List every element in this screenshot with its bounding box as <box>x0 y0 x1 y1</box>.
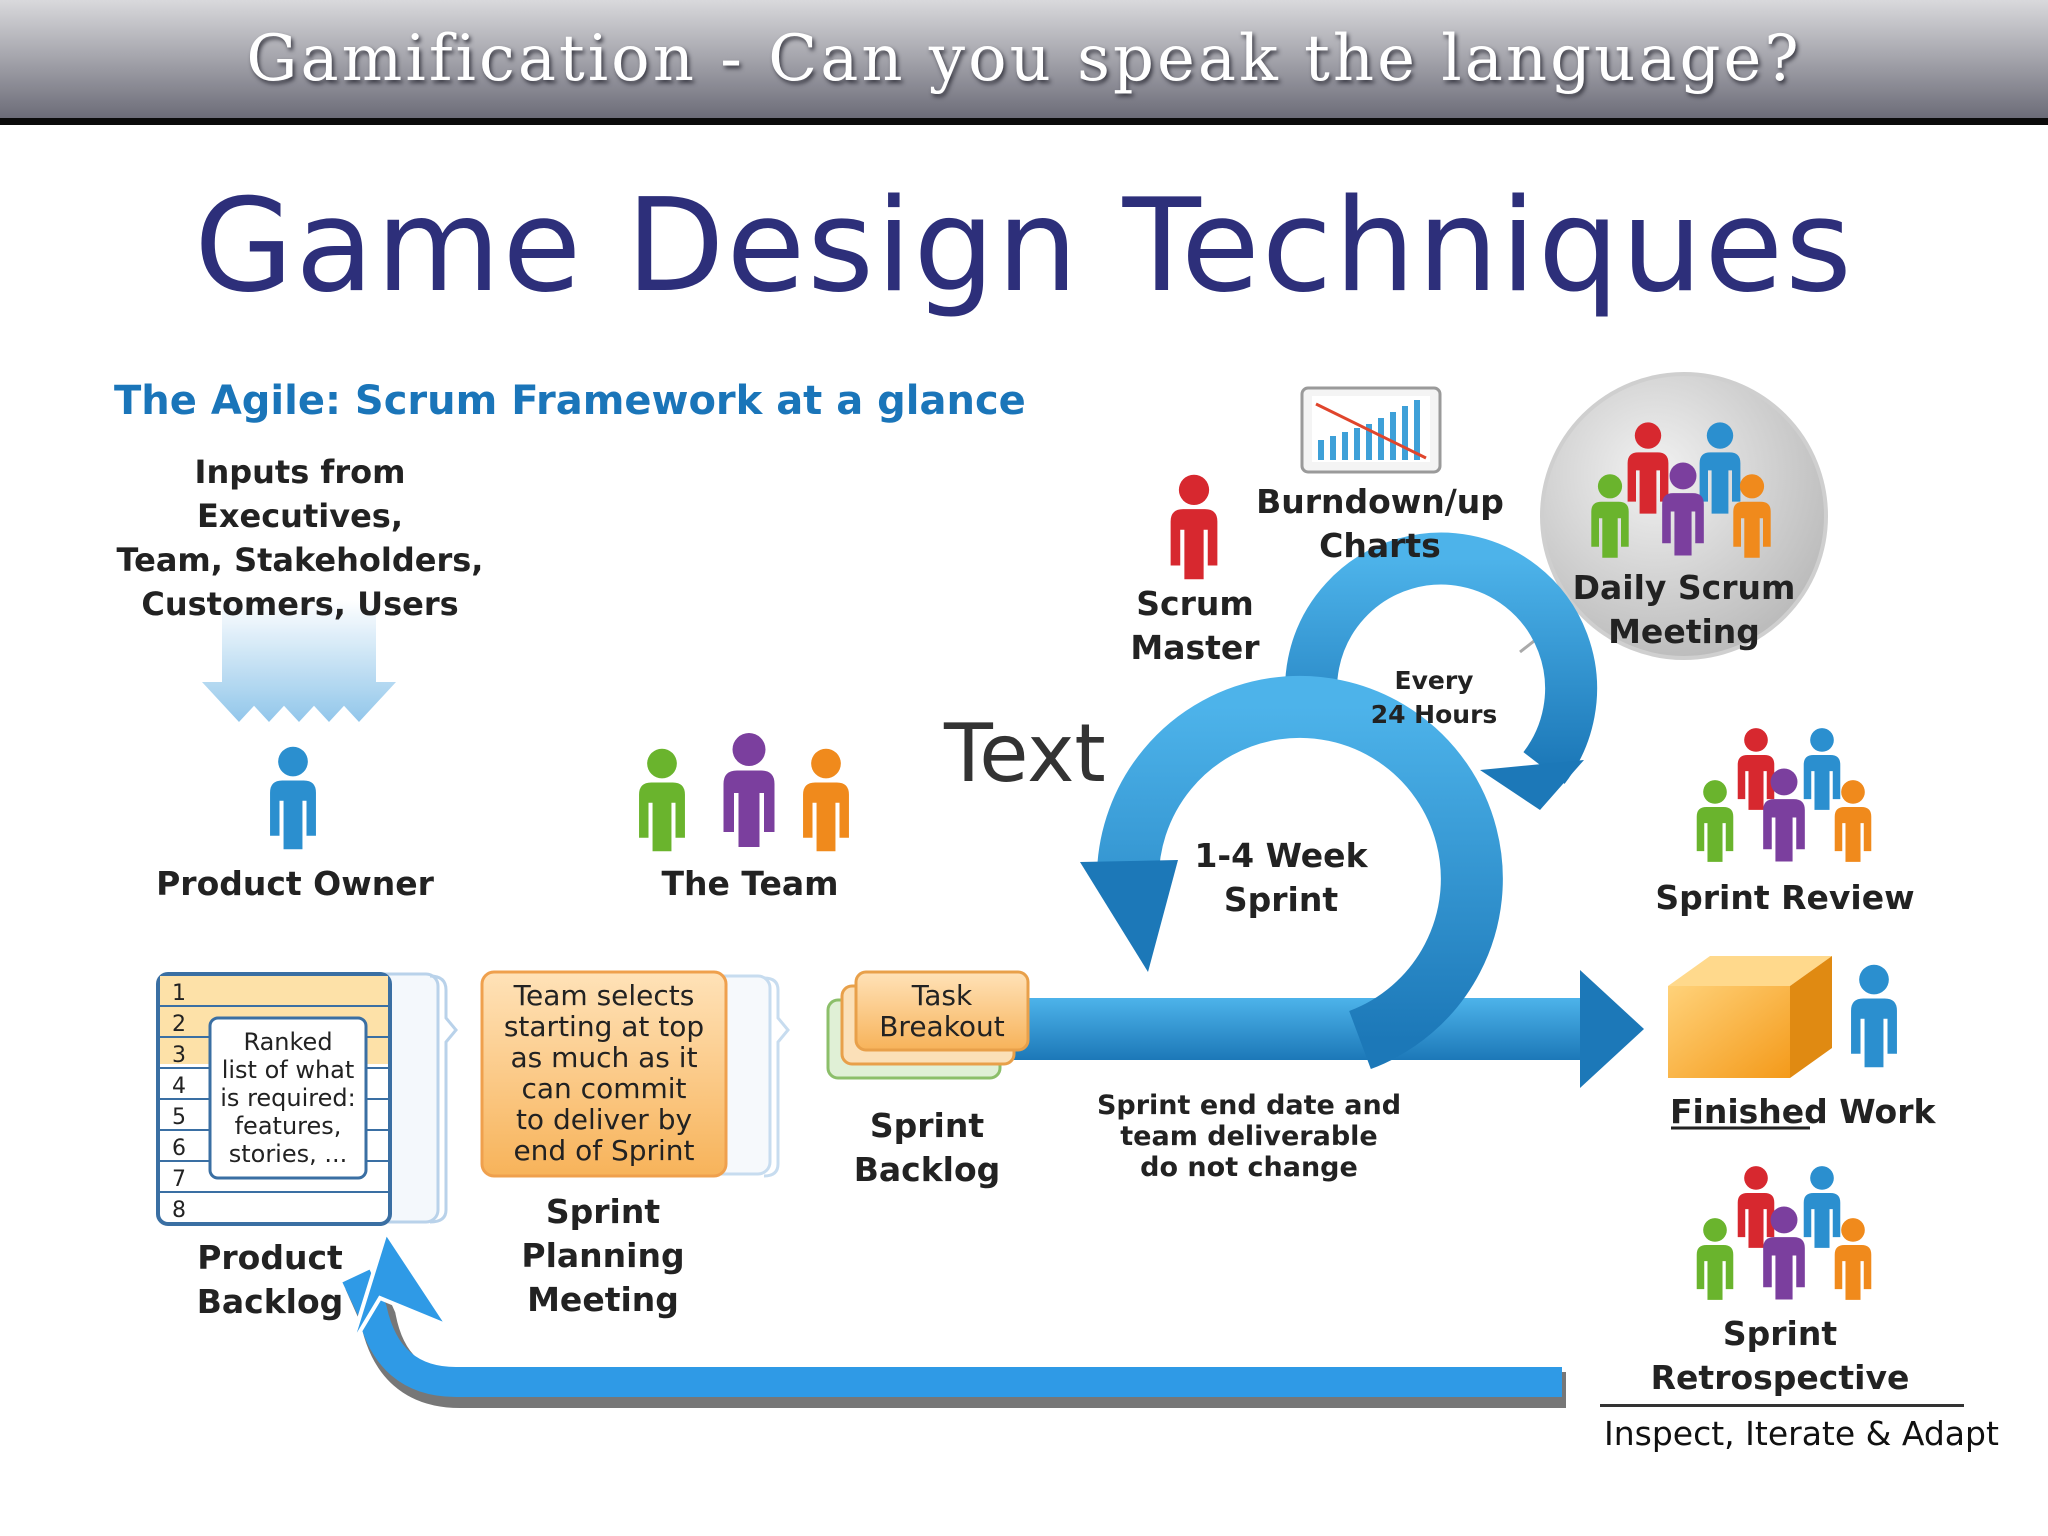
team-selects-line-2: starting at top <box>503 1010 705 1043</box>
ranked-line-3: is required: <box>220 1084 356 1112</box>
team-selects-line-6: end of Sprint <box>513 1134 695 1167</box>
title-bar <box>0 0 2048 118</box>
ranked-line-1: Ranked <box>243 1028 333 1056</box>
sprint-retro-line-2: Retrospective <box>1650 1358 1910 1397</box>
ranked-line-2: list of what <box>221 1056 355 1084</box>
task-breakout-note: Task Breakout <box>856 980 1028 1042</box>
feedback-arrow <box>342 1227 1566 1408</box>
sprint-planning-line-1: Sprint <box>545 1192 661 1231</box>
inputs-label: Inputs from Executives, Team, Stakeholde… <box>90 450 510 626</box>
sprint-backlog-line-1: Sprint <box>869 1106 985 1145</box>
rank-6: 6 <box>172 1136 186 1161</box>
finished-work-box-icon <box>1668 956 1832 1078</box>
every-24-line-1: Every <box>1394 666 1474 695</box>
inspect-iterate-adapt-label: Inspect, Iterate & Adapt <box>1604 1414 1999 1453</box>
burndown-line-2: Charts <box>1319 526 1441 565</box>
product-backlog-list <box>156 972 458 1226</box>
sprint-cycle-arrow <box>1080 675 1503 1070</box>
title-bar-rule <box>0 118 2048 125</box>
sprint-duration-line-1: 1-4 Week <box>1194 836 1368 875</box>
product-backlog-line-2: Backlog <box>196 1282 344 1321</box>
rank-7: 7 <box>172 1167 186 1192</box>
task-breakout-line-1: Task <box>911 979 973 1012</box>
sprint-planning-line-3: Meeting <box>527 1280 679 1319</box>
sprint-end-line-2: team deliverable <box>1120 1121 1378 1152</box>
sprint-backlog-label: Sprint Backlog <box>820 1104 1034 1192</box>
slide-title: Game Design Techniques <box>194 172 1854 321</box>
rank-1: 1 <box>172 981 186 1006</box>
text-placeholder: Text <box>944 707 1106 800</box>
burndown-label: Burndown/up Charts <box>1240 480 1520 568</box>
burndown-line-1: Burndown/up <box>1256 482 1504 521</box>
daily-scrum-line-2: Meeting <box>1608 612 1760 651</box>
sprint-retrospective-label: Sprint Retrospective <box>1620 1312 1940 1400</box>
sprint-planning-box <box>480 970 790 1178</box>
sprint-backlog-line-2: Backlog <box>853 1150 1001 1189</box>
team-selects-line-4: can commit <box>521 1072 687 1105</box>
sprint-review-people-icon <box>1696 728 1872 862</box>
finished-work-person-icon <box>1851 964 1897 1068</box>
sprint-duration-line-2: Sprint <box>1223 880 1339 919</box>
sprint-planning-label: Sprint Planning Meeting <box>488 1190 718 1322</box>
product-backlog-line-1: Product <box>197 1238 343 1277</box>
daily-cycle-arrow <box>1285 532 1598 810</box>
product-backlog-label: Product Backlog <box>150 1236 390 1324</box>
team-selects-line-3: as much as it <box>510 1041 698 1074</box>
task-breakout-line-2: Breakout <box>879 1010 1005 1043</box>
team-selects-line-1: Team selects <box>513 979 695 1012</box>
ranked-line-4: features, <box>234 1112 342 1140</box>
scrum-master-line-1: Scrum <box>1136 584 1254 623</box>
sprint-end-line-1: Sprint end date and <box>1096 1090 1402 1121</box>
scrum-master-label: Scrum Master <box>1110 582 1280 670</box>
sprint-backlog-stack <box>826 970 1030 1080</box>
product-owner-label: Product Owner <box>156 864 434 903</box>
inputs-line-1: Inputs from Executives, <box>194 453 406 535</box>
sprint-planning-line-2: Planning <box>521 1236 685 1275</box>
sprint-retrospective-people-icon <box>1696 1166 1872 1300</box>
sprint-end-line-3: do not change <box>1140 1152 1358 1183</box>
work-word: Work <box>1827 1092 1936 1131</box>
scrum-master-person-icon <box>1170 474 1218 580</box>
inputs-line-2: Team, Stakeholders, <box>116 541 484 579</box>
inputs-line-3: Customers, Users <box>141 585 459 623</box>
backlog-rank-numbers: 1 2 3 4 5 6 7 8 <box>172 978 202 1226</box>
product-owner-person-icon <box>270 746 316 850</box>
daily-scrum-line-1: Daily Scrum <box>1572 568 1796 607</box>
framework-title: The Agile: Scrum Framework at a glance <box>114 378 1026 424</box>
every-24-line-2: 24 Hours <box>1370 700 1498 729</box>
the-team-people-icon <box>639 733 849 852</box>
finished-word: Finished <box>1670 1092 1828 1131</box>
sprint-duration-label: 1-4 Week Sprint <box>1166 834 1396 922</box>
sprint-end-note: Sprint end date and team deliverable do … <box>1094 1090 1404 1183</box>
ranked-line-5: stories, ... <box>228 1140 348 1168</box>
burndown-chart-icon <box>1300 386 1442 474</box>
sprint-flow-arrow <box>1000 970 1644 1088</box>
every-24-hours-label: Every 24 Hours <box>1354 664 1514 732</box>
ranked-list-note: Ranked list of what is required: feature… <box>210 1028 366 1168</box>
finished-work-label: Finished Work <box>1670 1090 1950 1134</box>
team-selects-note: Team selects starting at top as much as … <box>482 980 726 1166</box>
inspect-rule <box>1600 1404 1964 1407</box>
rank-2: 2 <box>172 1012 186 1037</box>
scrum-master-line-2: Master <box>1130 628 1260 667</box>
the-team-label: The Team <box>661 864 839 903</box>
sprint-review-label: Sprint Review <box>1655 878 1915 917</box>
rank-4: 4 <box>172 1074 186 1099</box>
rank-5: 5 <box>172 1105 186 1130</box>
rank-3: 3 <box>172 1043 186 1068</box>
daily-scrum-label: Daily Scrum Meeting <box>1554 566 1814 654</box>
inputs-arrow-group <box>202 600 396 722</box>
rank-8: 8 <box>172 1198 186 1223</box>
sprint-retro-line-1: Sprint <box>1722 1314 1838 1353</box>
team-selects-line-5: to deliver by <box>515 1103 693 1136</box>
presentation-title: Gamification - Can you speak the languag… <box>246 22 1802 96</box>
